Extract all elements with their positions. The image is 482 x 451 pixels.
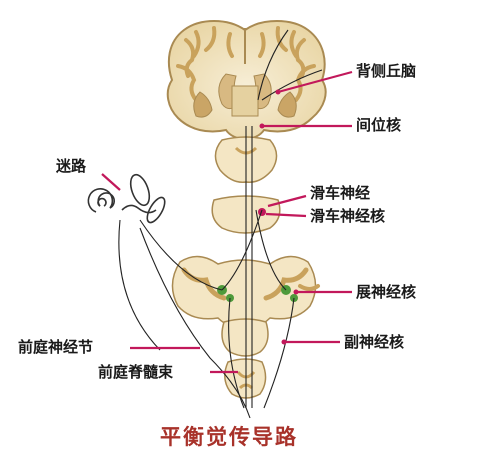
spinal-cord [224,358,267,399]
label-abducens-nucleus: 展神经核 [356,283,417,301]
diagram-title: 平衡觉传导路 [160,424,298,449]
label-vestibulospinal-tract: 前庭脊髓束 [98,363,174,381]
pointer-labyrinth [101,173,121,191]
label-dorsal-thalamus: 背侧丘脑 [356,62,417,80]
label-accessory-nucleus: 副神经核 [344,333,405,351]
cerebrum-outline [166,20,327,140]
pointer-trochlear-nucleus [265,212,307,218]
pointer-ticks [259,89,299,345]
fiber-pathways [118,29,323,419]
cerebrum [166,20,327,140]
label-interstitial-nucleus: 间位核 [356,116,402,134]
label-labyrinth: 迷路 [56,157,87,175]
medulla-cerebellum [171,255,320,329]
label-vestibular-ganglion: 前庭神经节 [18,338,94,356]
pointer-lines [101,70,353,374]
pointer-trochlear-nerve [267,194,307,208]
trochlear-nucleus-mark [258,208,266,216]
labyrinth-inner-ear [87,173,166,224]
label-trochlear-nucleus: 滑车神经核 [310,207,386,225]
label-trochlear-nerve: 滑车神经 [310,184,371,202]
lower-medulla [221,318,269,357]
pointer-dorsal-thalamus [277,70,353,94]
